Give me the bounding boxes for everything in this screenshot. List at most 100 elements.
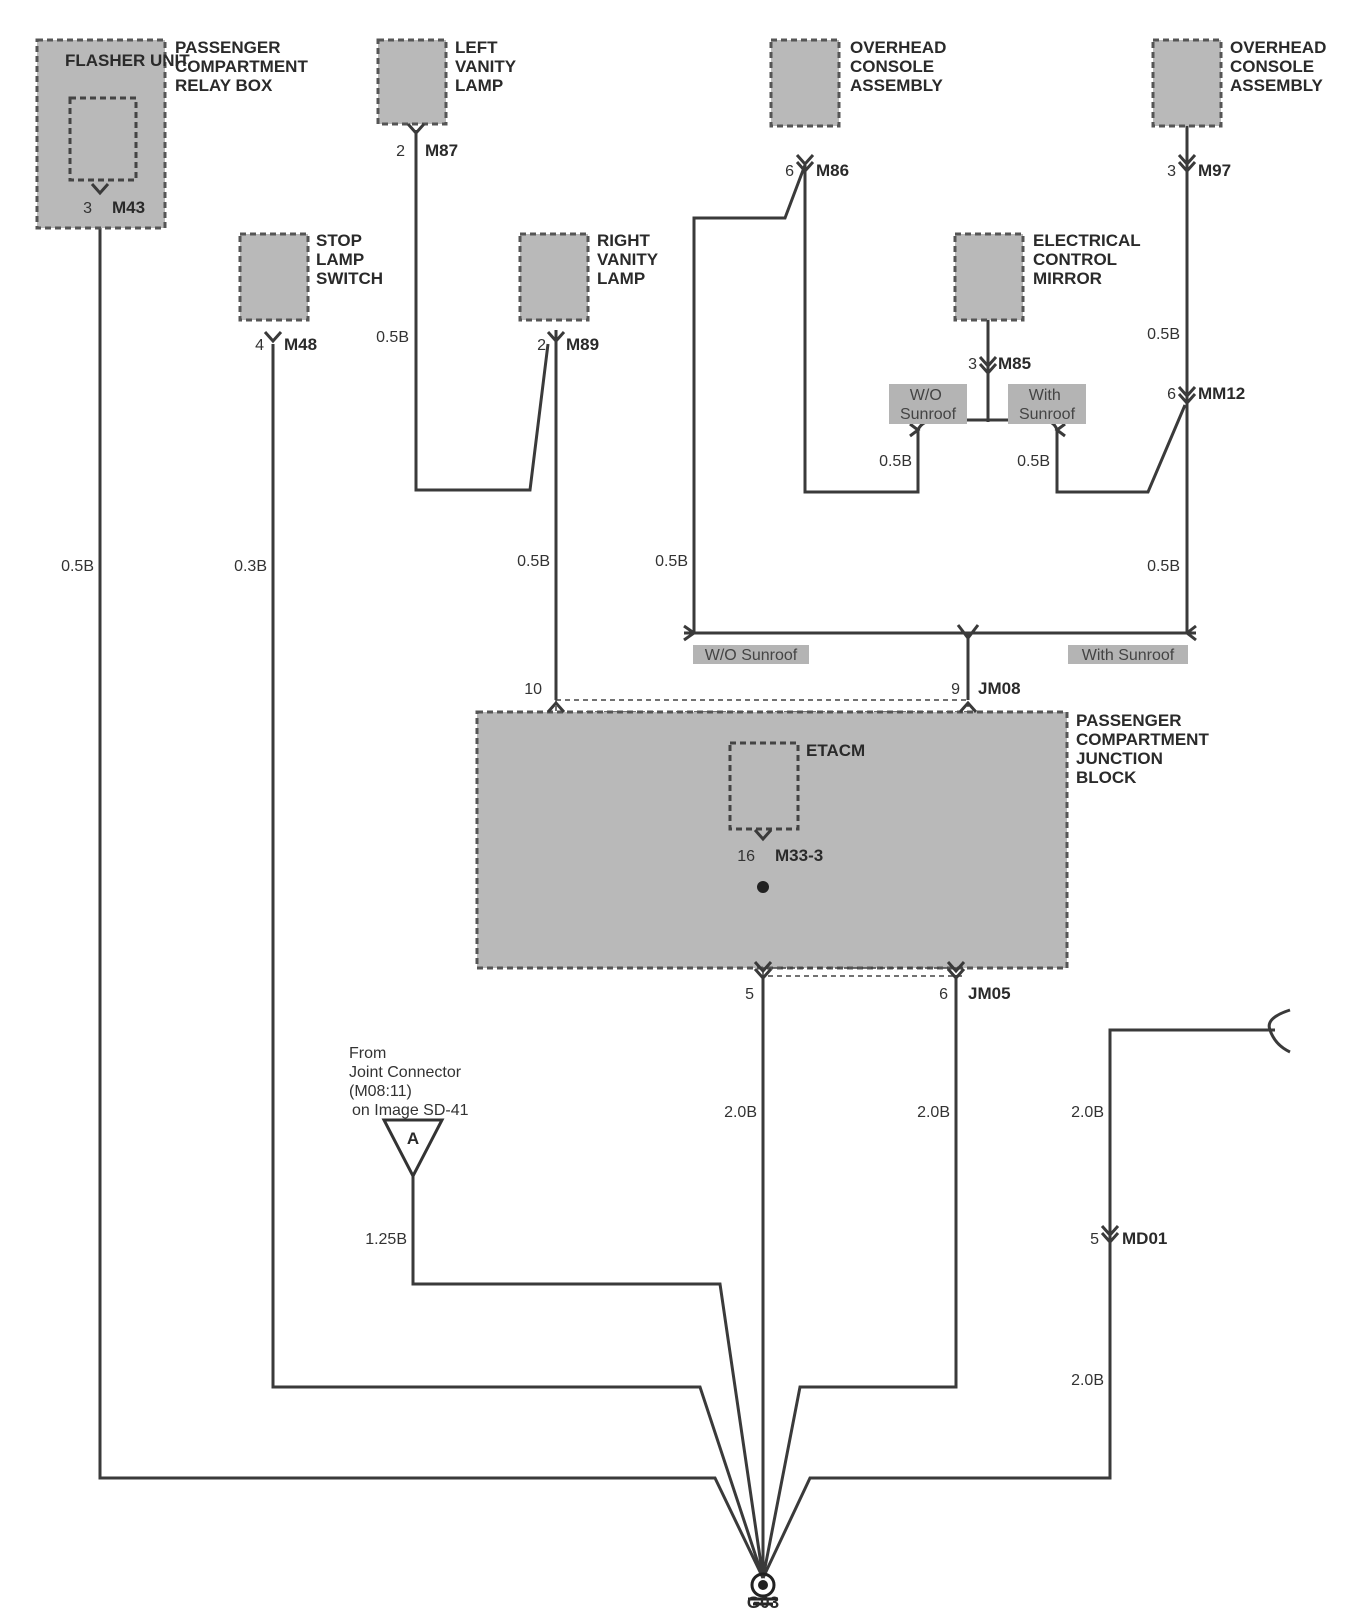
m97-pin: 3 — [1167, 163, 1176, 180]
wire-m85-split — [916, 418, 1059, 431]
m85-label: M85 — [998, 354, 1031, 373]
wire-label-stop-lamp: 0.3B — [234, 558, 267, 575]
wire-joint-a — [411, 1175, 765, 1579]
wire-label-with-branch: 0.5B — [1017, 453, 1050, 470]
md01-connector-icon — [1100, 1225, 1120, 1245]
wire-label-jm05-5: 2.0B — [724, 1104, 757, 1121]
m33-3-label: M33-3 — [775, 846, 823, 865]
jm05-pin5-icon — [753, 961, 773, 981]
with-sunroof-small-tag: With Sunroof — [1019, 387, 1076, 423]
m85-pin: 3 — [968, 356, 977, 373]
mm12-label: MM12 — [1198, 384, 1245, 403]
mm12-pin: 6 — [1167, 386, 1176, 403]
wire-label-m97-lower: 0.5B — [1147, 558, 1180, 575]
m33-3-pin: 16 — [737, 848, 755, 865]
overhead-console-1-box — [769, 38, 841, 128]
wire-label-joint-a: 1.25B — [365, 1231, 407, 1248]
etacm-box — [728, 741, 800, 831]
overhead-console-1-label: OVERHEAD CONSOLE ASSEMBLY — [850, 38, 951, 95]
wire-with-sunroof — [1055, 404, 1187, 494]
with-sunroof-small-tag-bg — [1008, 384, 1086, 424]
left-vanity-lamp-box — [376, 38, 448, 126]
m86-pin: 6 — [785, 163, 794, 180]
wire-left-vanity — [414, 130, 550, 492]
etacm-label: ETACM — [806, 741, 865, 760]
m48-pin: 4 — [255, 337, 264, 354]
m85-with-terminal-icon — [1054, 422, 1066, 438]
jm08-pin10-icon — [546, 700, 566, 713]
ground-inner-icon — [758, 1580, 768, 1590]
reference-marker: A — [407, 1129, 419, 1148]
md01-label: MD01 — [1122, 1229, 1167, 1248]
wo-branch-terminal-icon — [683, 624, 697, 642]
m87-pin: 2 — [396, 143, 405, 160]
wire-label-m97-upper: 0.5B — [1147, 326, 1180, 343]
wo-sunroof-small-tag-bg — [889, 384, 967, 424]
jm08-connector-boundary — [555, 699, 969, 713]
ground-outer-icon — [750, 1572, 776, 1598]
m85-connector-icon — [978, 356, 998, 376]
m48-label: M48 — [284, 335, 317, 354]
jm05-pin6-icon — [946, 961, 966, 981]
flasher-unit-label: FLASHER UNIT — [65, 51, 190, 70]
jm08-bus-fork-icon — [956, 624, 980, 641]
wire-label-jm05-6: 2.0B — [917, 1104, 950, 1121]
jm05-label: JM05 — [968, 984, 1011, 1003]
m97-connector-icon — [1177, 154, 1197, 174]
electrical-control-mirror-box — [953, 232, 1025, 322]
wo-sunroof-small-tag: W/O Sunroof — [900, 387, 957, 423]
m85-wo-terminal-icon — [909, 422, 921, 438]
relay-box-label: PASSENGER COMPARTMENT RELAY BOX — [175, 38, 313, 95]
wire-label-flasher: 0.5B — [61, 558, 94, 575]
m43-connector-icon — [90, 183, 110, 196]
m89-connector-icon — [546, 331, 566, 344]
m89-pin: 2 — [537, 337, 546, 354]
m48-connector-icon — [263, 331, 283, 344]
splice-dot — [757, 881, 769, 893]
wire-md01 — [761, 1028, 1275, 1579]
mm12-connector-icon — [1177, 386, 1197, 406]
wire-label-md01-upper: 2.0B — [1071, 1104, 1104, 1121]
m43-label: M43 — [112, 198, 145, 217]
md01-pin: 5 — [1090, 1231, 1099, 1248]
wire-label-console-left: 0.5B — [655, 553, 688, 570]
m33-3-connector-icon — [753, 829, 773, 842]
jm05-pin-right: 6 — [939, 986, 948, 1003]
jm05-pin-left: 5 — [745, 986, 754, 1003]
ground-bars-icon — [748, 1597, 778, 1606]
wire-label-wo-branch: 0.5B — [879, 453, 912, 470]
stop-lamp-switch-label: STOP LAMP SWITCH — [316, 231, 383, 288]
overhead-console-2-box — [1151, 38, 1223, 128]
with-sunroof-tag-bg — [1068, 645, 1188, 664]
flasher-unit-box — [68, 96, 138, 182]
wire-label-right-vanity: 0.5B — [517, 553, 550, 570]
joint-connector-reference: From Joint Connector (M08:11) on Image S… — [349, 1045, 469, 1119]
right-vanity-lamp-box — [518, 232, 590, 322]
wire-label-md01-lower: 2.0B — [1071, 1372, 1104, 1389]
with-branch-terminal-icon — [1184, 624, 1197, 642]
wire-stop-lamp-ground — [271, 344, 765, 1579]
m87-label: M87 — [425, 141, 458, 160]
electrical-control-mirror-label: ELECTRICAL CONTROL MIRROR — [1033, 231, 1145, 288]
overhead-console-2-label: OVERHEAD CONSOLE ASSEMBLY — [1230, 38, 1331, 95]
joint-connector-triangle-icon — [381, 1118, 445, 1180]
jm08-pin-right: 9 — [951, 681, 960, 698]
m87-connector-icon — [406, 123, 426, 136]
stop-lamp-switch-box — [238, 232, 310, 322]
wire-m86-left — [692, 164, 807, 633]
ground-label: G03 — [747, 1593, 779, 1612]
wire-jm05-6 — [761, 975, 958, 1579]
wire-flasher-ground — [98, 193, 765, 1579]
m86-label: M86 — [816, 161, 849, 180]
with-sunroof-tag: With Sunroof — [1082, 647, 1175, 664]
jm08-pin-left: 10 — [524, 681, 542, 698]
wire-label-left-vanity: 0.5B — [376, 329, 409, 346]
right-vanity-lamp-label: RIGHT VANITY LAMP — [597, 231, 663, 288]
m97-label: M97 — [1198, 161, 1231, 180]
relay-box — [35, 38, 167, 230]
m86-connector-icon — [795, 154, 815, 174]
jm08-label: JM08 — [978, 679, 1021, 698]
left-vanity-lamp-label: LEFT VANITY LAMP — [455, 38, 521, 95]
junction-block-label: PASSENGER COMPARTMENT JUNCTION BLOCK — [1076, 711, 1214, 787]
